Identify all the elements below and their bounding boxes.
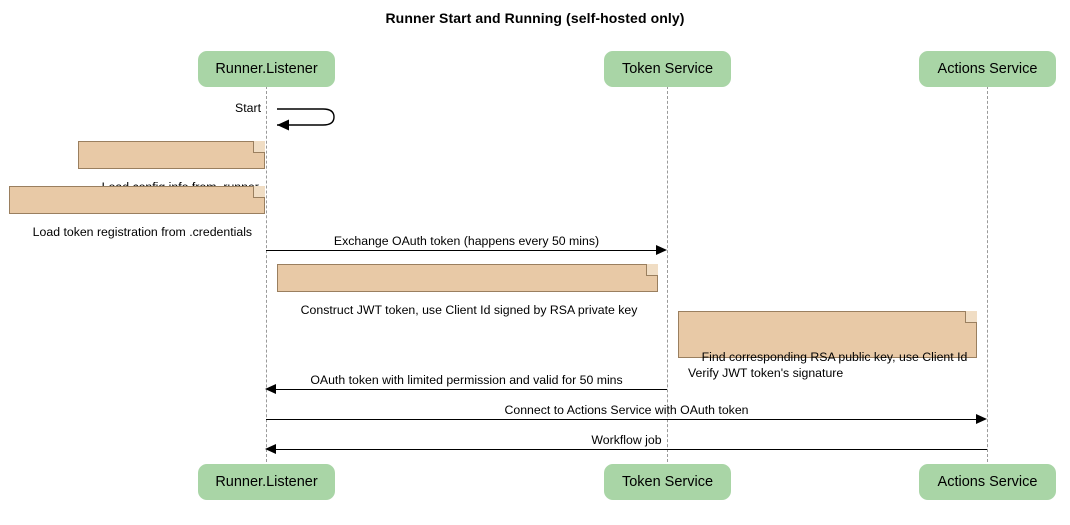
note-text: Load token registration from .credential…	[32, 225, 253, 239]
arrow-head-exchange-oauth-token	[656, 244, 667, 255]
note-fold-icon	[965, 311, 977, 323]
message-label-start: Start	[235, 101, 261, 115]
note-fold-icon	[253, 186, 265, 198]
message-line-workflow-job	[275, 449, 987, 450]
note-load-config-info: Load config info from .runner	[78, 141, 265, 194]
note-load-token-registration: Load token registration from .credential…	[9, 186, 265, 239]
message-start-self-loop	[265, 103, 345, 131]
participant-token-service-bottom[interactable]: Token Service	[604, 464, 731, 500]
participant-label: Actions Service	[937, 474, 1038, 490]
message-label-workflow-job: Workflow job	[591, 433, 662, 447]
participant-label: Runner.Listener	[215, 61, 318, 77]
participant-label: Token Service	[621, 61, 714, 77]
message-line-connect-to-actions-service	[266, 419, 978, 420]
participant-label: Runner.Listener	[215, 474, 318, 490]
participant-runner-listener-bottom[interactable]: Runner.Listener	[198, 464, 335, 500]
note-fold-icon	[646, 264, 658, 276]
arrow-head-workflow-job	[265, 443, 276, 454]
note-text: Construct JWT token, use Client Id signe…	[300, 303, 638, 317]
participant-label: Actions Service	[937, 61, 1038, 77]
note-verify-jwt-token: Find corresponding RSA public key, use C…	[678, 311, 977, 380]
participant-runner-listener-top[interactable]: Runner.Listener	[198, 51, 335, 87]
note-fold-icon	[253, 141, 265, 153]
message-line-oauth-token-response	[275, 389, 667, 390]
participant-label: Token Service	[621, 474, 714, 490]
lifeline-actions	[987, 86, 988, 462]
diagram-title: Runner Start and Running (self-hosted on…	[385, 10, 685, 26]
note-construct-jwt-token: Construct JWT token, use Client Id signe…	[277, 264, 658, 317]
participant-token-service-top[interactable]: Token Service	[604, 51, 731, 87]
arrow-head-oauth-token-response	[265, 383, 276, 394]
participant-actions-service-top[interactable]: Actions Service	[919, 51, 1056, 87]
arrow-head-connect-to-actions-service	[976, 413, 987, 424]
note-text: Find corresponding RSA public key, use C…	[688, 350, 968, 380]
message-label-oauth-token-response: OAuth token with limited permission and …	[310, 373, 623, 387]
self-loop-path	[277, 108, 335, 131]
participant-actions-service-bottom[interactable]: Actions Service	[919, 464, 1056, 500]
lifeline-runner	[266, 86, 267, 462]
lifeline-token	[667, 86, 668, 462]
message-label-exchange-oauth-token: Exchange OAuth token (happens every 50 m…	[333, 234, 600, 248]
message-line-exchange-oauth-token	[266, 250, 658, 251]
message-label-connect-to-actions-service: Connect to Actions Service with OAuth to…	[504, 403, 749, 417]
